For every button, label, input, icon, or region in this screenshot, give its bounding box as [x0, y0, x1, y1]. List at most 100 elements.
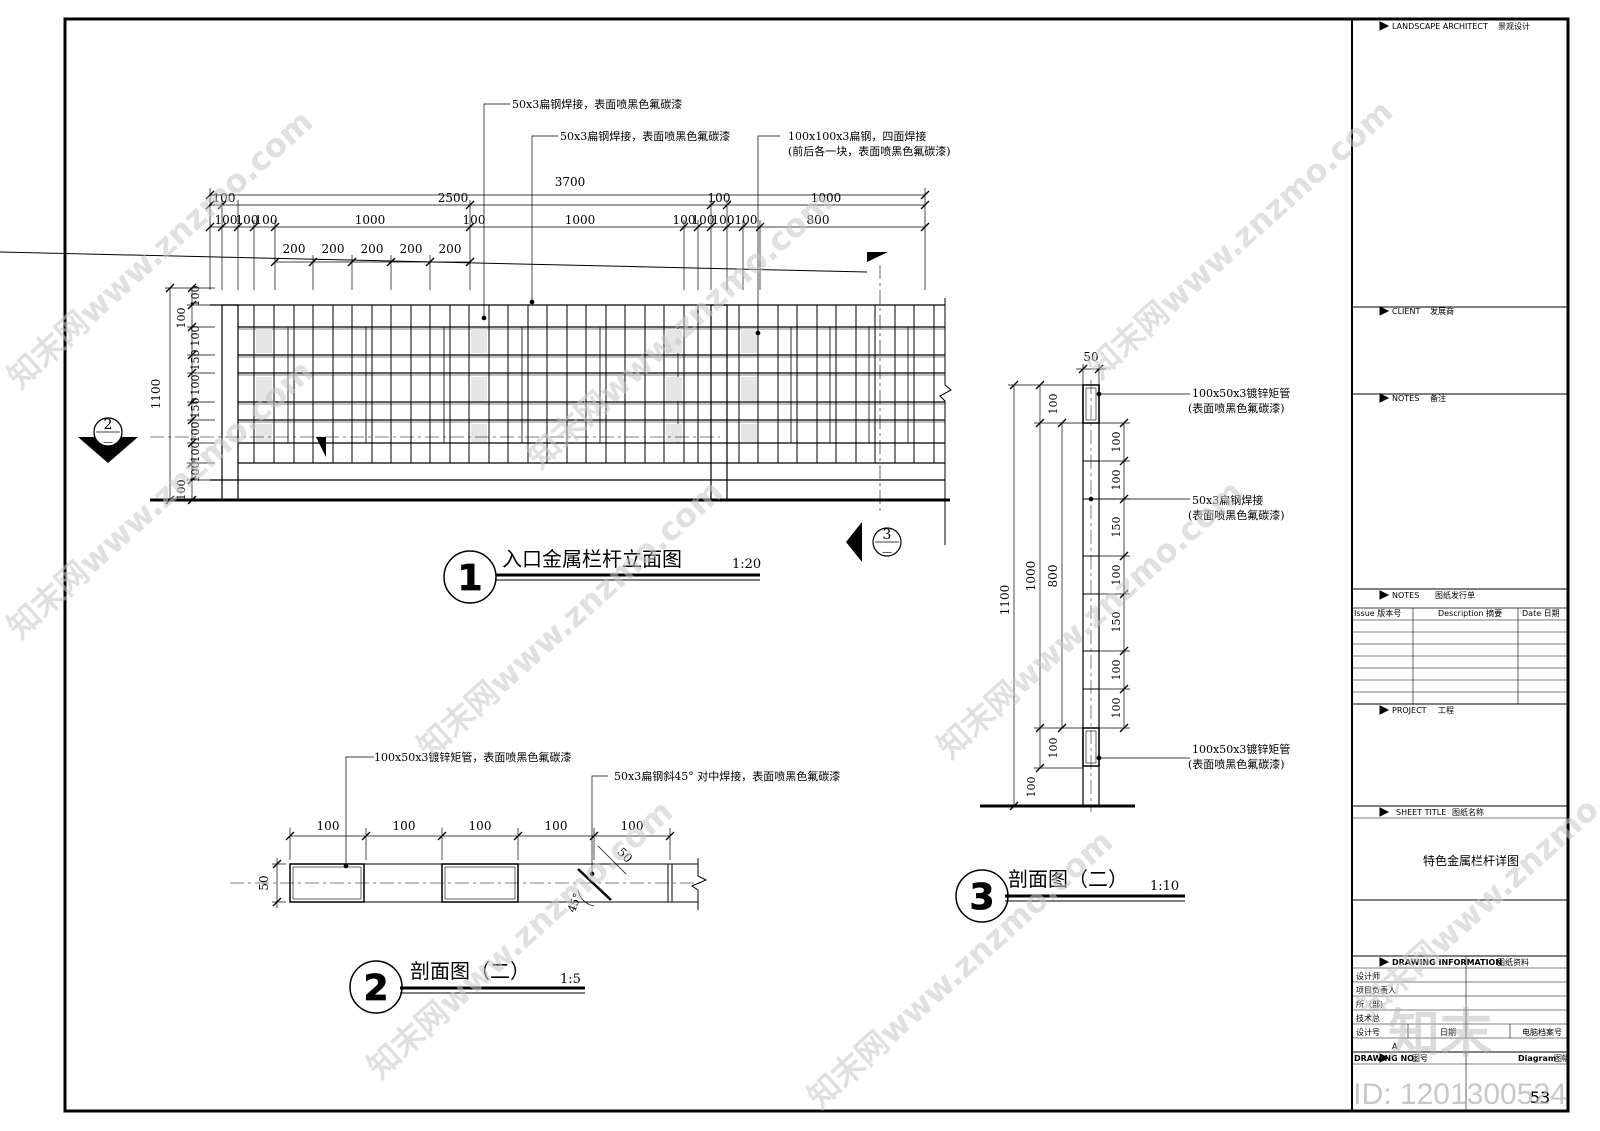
- landscape-architect-label: LANDSCAPE ARCHITECT: [1392, 22, 1488, 31]
- dim-label: 50: [257, 875, 271, 890]
- elevation-title: 1 入口金属栏杆立面图 1:20: [443, 547, 761, 604]
- dim-total-width: 3700: [555, 175, 586, 189]
- dim-label: 100: [1110, 565, 1123, 586]
- dim-label: 100: [189, 326, 202, 347]
- callout-rect-tube: 100x50x3镀锌矩管，表面喷黑色氟碳漆: [374, 750, 571, 764]
- watermark-text: 知末网www.znzmo.com: [360, 792, 680, 1086]
- callout-flat-steel-note: (表面喷黑色氟碳漆): [1188, 508, 1285, 522]
- dim-label: 100: [175, 480, 188, 501]
- section-mark-2: 2 —: [78, 417, 138, 463]
- dim-label: 100: [175, 308, 188, 329]
- section-mark-2-sheet: —: [103, 437, 113, 448]
- dim-label: 2500: [438, 191, 469, 205]
- watermark-text: 知末网www.znzmo.com: [410, 472, 730, 766]
- railing-elevation: [0, 251, 952, 545]
- diagram-cn: 图幅: [1554, 1053, 1570, 1063]
- drawing-info-label: DRAWING INFORMATION: [1392, 958, 1502, 967]
- dim-label: 100: [1047, 394, 1060, 415]
- section-2-drawing: [230, 756, 708, 910]
- dim-label: 100: [1110, 470, 1123, 491]
- elevation-number: 1: [457, 558, 482, 599]
- section-2-scale: 1:5: [560, 972, 581, 987]
- dim-label: 100: [189, 422, 202, 443]
- watermark-id: ID: 1201300524: [1353, 1078, 1567, 1111]
- dim-label: 1000: [565, 213, 596, 227]
- project-leader-label: 项目负责人: [1356, 985, 1396, 995]
- designer-label: 设计师: [1356, 971, 1380, 981]
- callout-square-plate-note: (前后各一块，表面喷黑色氟碳漆): [788, 144, 951, 158]
- dim-label: 100: [1110, 660, 1123, 681]
- sheet-title-cn: 图纸名称: [1452, 807, 1484, 817]
- size-a-label: A: [1392, 1042, 1398, 1051]
- tech-lead-label: 技术总: [1356, 1013, 1380, 1023]
- section-3-title: 3 剖面图（二） 1:10: [955, 867, 1185, 923]
- elevation-title-text: 入口金属栏杆立面图: [502, 547, 682, 571]
- sheet-number: 53: [1530, 1088, 1550, 1107]
- section-mark-3: 3 —: [846, 522, 902, 562]
- plate-infill: [256, 329, 757, 442]
- dim-label: 200: [439, 242, 462, 256]
- dept-label: 所（部): [1356, 999, 1383, 1009]
- sheet-name: 特色金属栏杆详图: [1423, 853, 1519, 868]
- callout-flat-steel-2: 50x3扁钢焊接，表面喷黑色氟碳漆: [560, 129, 730, 143]
- drawing-no-cn: 图号: [1412, 1054, 1428, 1063]
- drawing-info-cn: 图纸资料: [1497, 957, 1529, 967]
- computer-no-label: 电脑档案号: [1522, 1027, 1562, 1037]
- project-label: PROJECT: [1392, 706, 1427, 715]
- callout-rect-tube-bottom-note: (表面喷黑色氟碳漆): [1188, 757, 1285, 771]
- notes-cn: 备注: [1430, 393, 1446, 403]
- dim-label: 100: [673, 213, 696, 227]
- callout-diagonal-flat-steel: 50x3扁钢斜45° 对中焊接，表面喷黑色氟碳漆: [614, 769, 840, 783]
- title-block: [1352, 21, 1567, 1111]
- elevation-scale: 1:20: [732, 557, 761, 572]
- watermark-group: 知末网www.znzmo.com 知末网www.znzmo.com 知末网www…: [0, 92, 1600, 1116]
- watermark-logo: 知末: [1388, 1006, 1492, 1064]
- dim-label: 150: [1110, 612, 1123, 633]
- description-column-header: Description 摘要: [1438, 608, 1502, 618]
- dim-label: 100: [1110, 698, 1123, 719]
- dim-label: 100: [545, 819, 568, 833]
- notes2-cn: 图纸发行单: [1435, 590, 1475, 600]
- dim-label: 100: [189, 442, 202, 463]
- callout-rect-tube-bottom: 100x50x3镀锌矩管: [1192, 742, 1290, 756]
- dim-label: 150: [189, 398, 202, 419]
- section-3-title-text: 剖面图（二）: [1008, 867, 1128, 891]
- sheet-frame: [63, 17, 1570, 1113]
- callout-rect-tube-top: 100x50x3镀锌矩管: [1192, 386, 1290, 400]
- dim-label: 100: [215, 213, 238, 227]
- elevation-dimensions: [165, 188, 930, 505]
- section-3-drawing: [980, 364, 1190, 812]
- dim-label: 100: [463, 213, 486, 227]
- dim-label: 100: [708, 191, 731, 205]
- dim-label: 100: [469, 819, 492, 833]
- diagram-label: Diagram: [1518, 1054, 1556, 1063]
- project-cn: 工程: [1438, 706, 1454, 715]
- date-column-header: Date 日期: [1522, 609, 1560, 618]
- dim-label: 100: [189, 375, 202, 396]
- dim-label: 100: [621, 819, 644, 833]
- section-2-title: 2 剖面图（二） 1:5: [349, 959, 585, 1014]
- dim-label: 100: [1110, 432, 1123, 453]
- watermark-text: 知末网www.znzmo.com: [930, 472, 1250, 766]
- dim-label: 100: [1047, 738, 1060, 759]
- dim-label: 100: [213, 191, 236, 205]
- section-3-text: 50 1100 1000 800 100 100 100 100 100 150…: [998, 350, 1290, 798]
- dim-label: 100: [1025, 777, 1038, 798]
- elevation-callouts: [481, 103, 780, 336]
- dim-label: 1000: [355, 213, 386, 227]
- section-2-title-text: 剖面图（二）: [410, 959, 530, 983]
- issue-column-header: Issue 版本号: [1354, 608, 1401, 618]
- dim-label: 100: [255, 213, 278, 227]
- dim-label: 100: [712, 213, 735, 227]
- dim-label: 100: [236, 213, 259, 227]
- drawing-no-label: DRAWING NO.: [1354, 1054, 1417, 1063]
- section-mark-3-sheet: —: [882, 547, 892, 558]
- sheet-title-label: SHEET TITLE: [1396, 808, 1446, 817]
- section-3-scale: 1:10: [1150, 879, 1179, 894]
- callout-square-plate: 100x100x3扁钢，四面焊接: [788, 129, 926, 143]
- section-3-number: 3: [969, 877, 994, 918]
- dim-label: 1100: [998, 585, 1012, 616]
- dim-label: 100: [317, 819, 340, 833]
- client-cn: 发展商: [1430, 306, 1454, 316]
- dim-label: 1000: [811, 191, 842, 205]
